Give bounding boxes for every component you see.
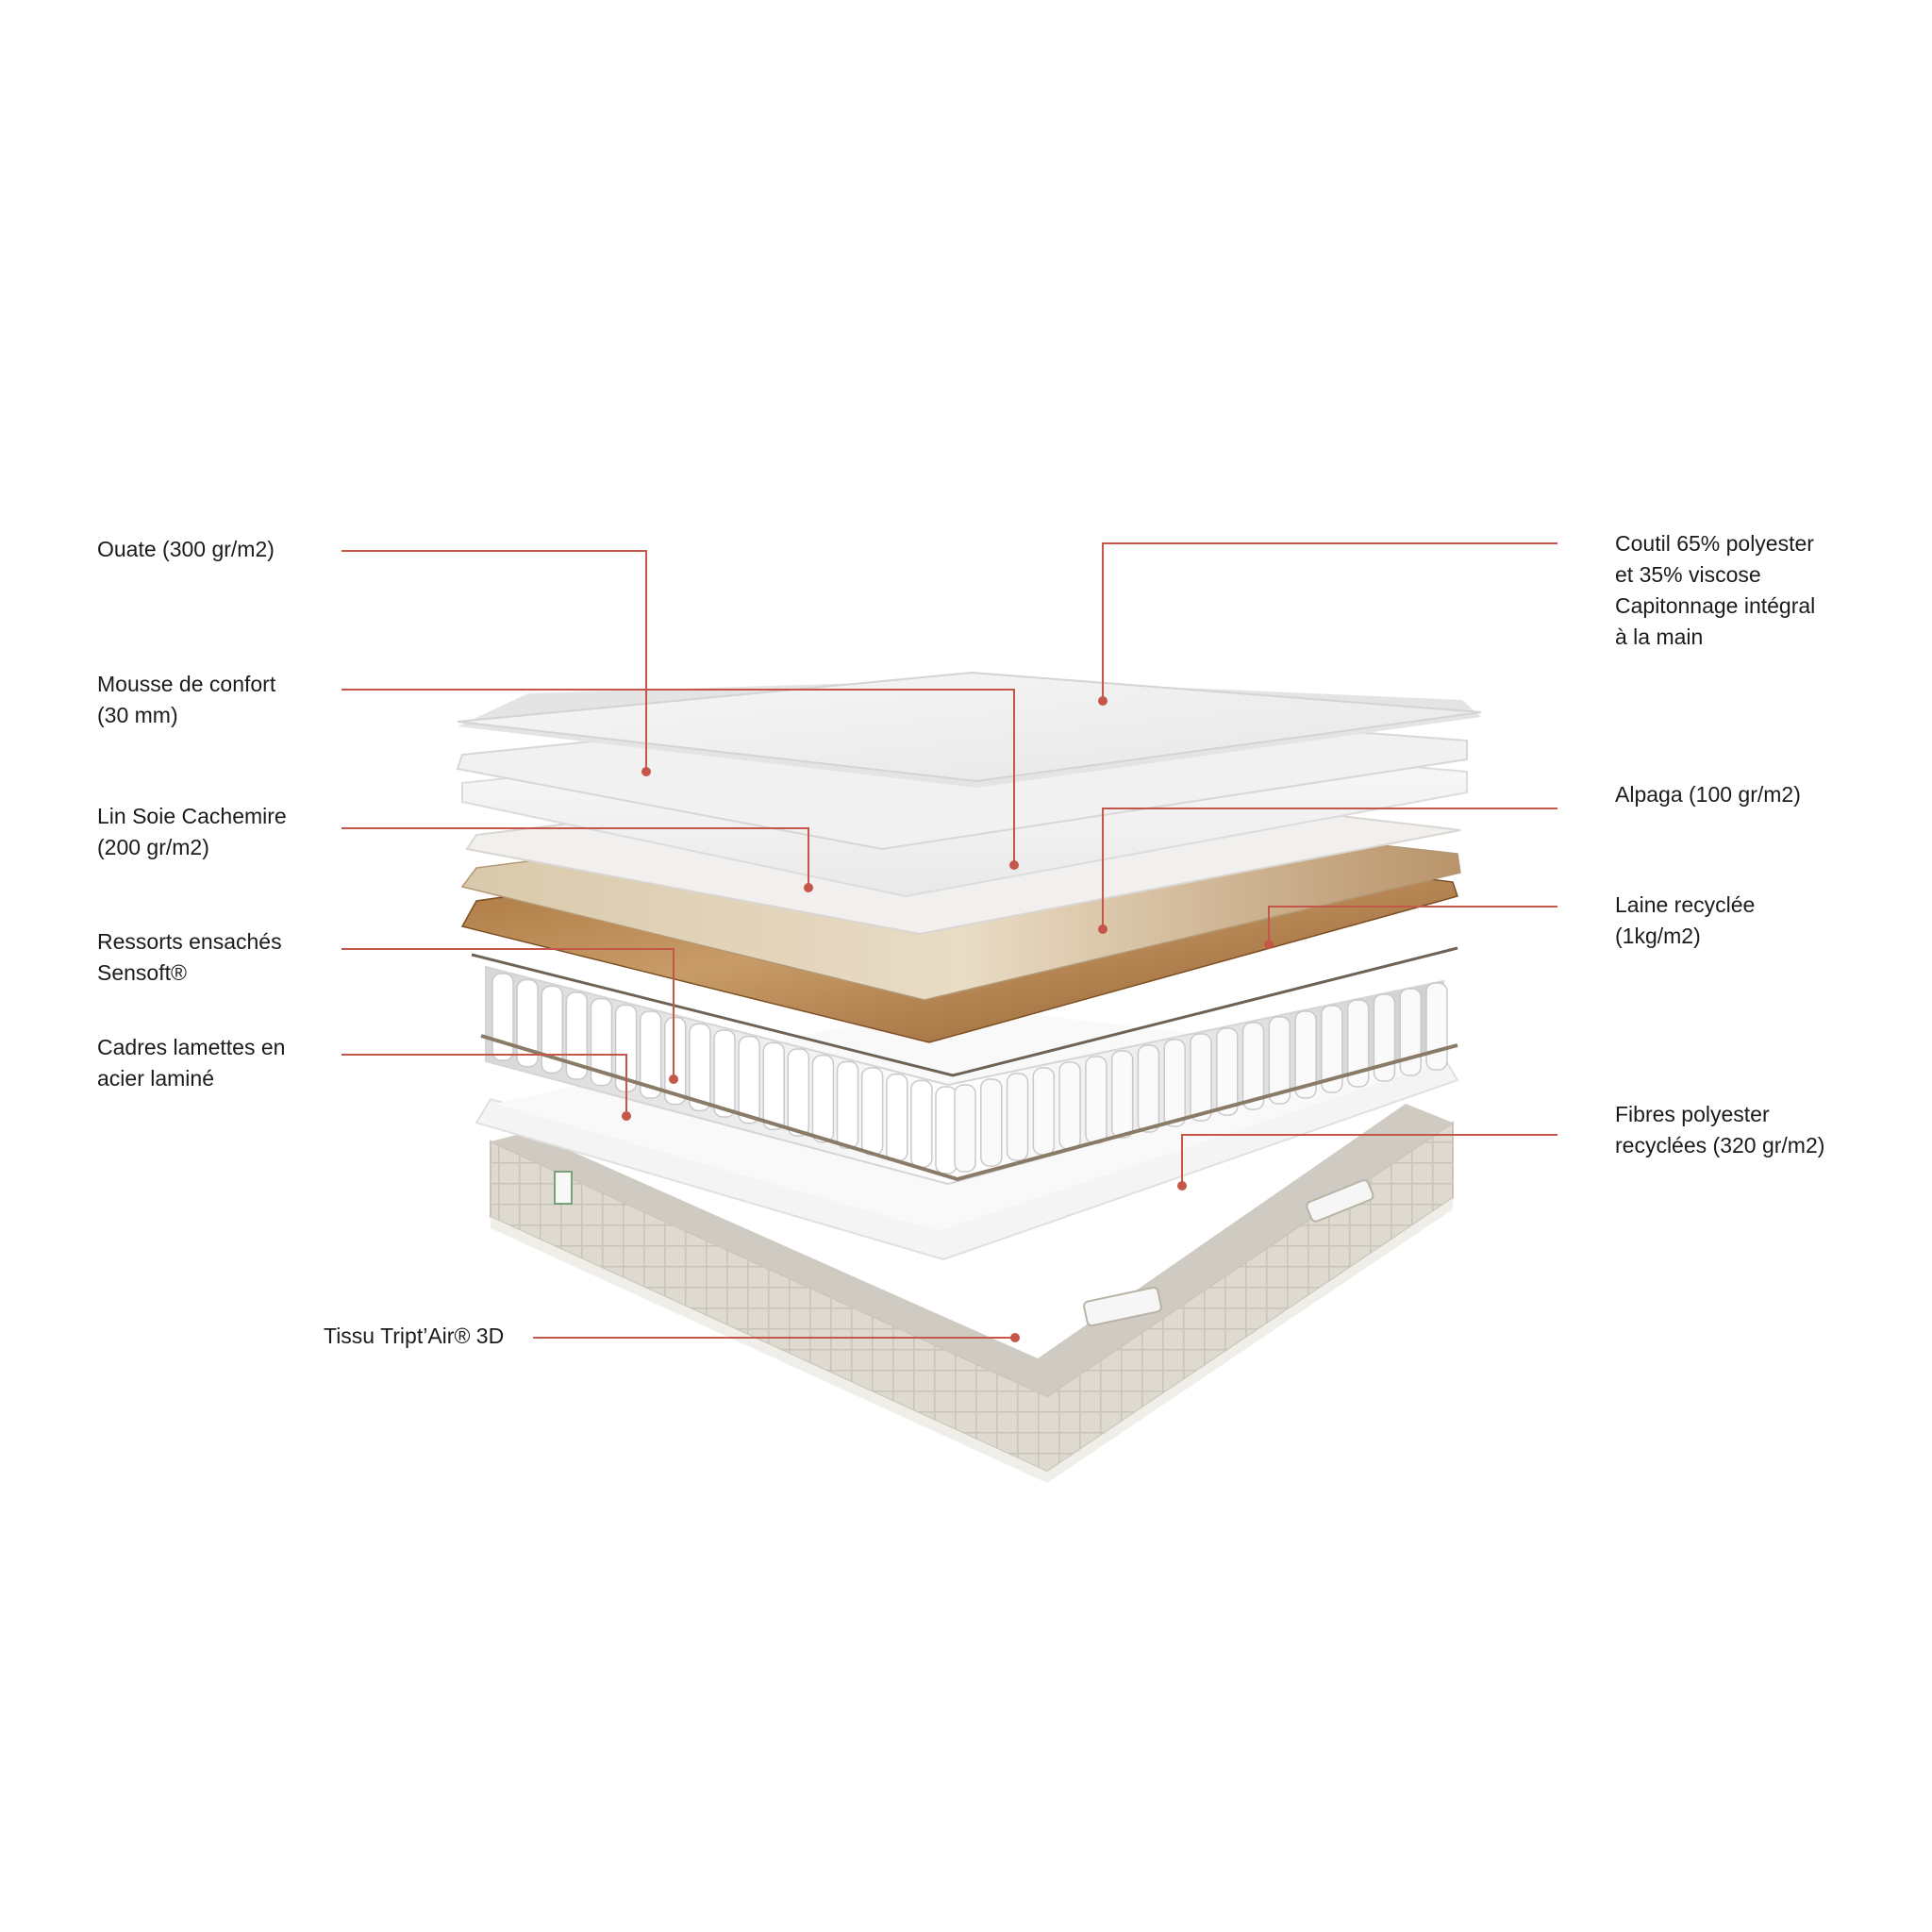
- spring-pocket: [910, 1079, 933, 1169]
- leader-mousse: [341, 689, 1015, 863]
- label-lin: Lin Soie Cachemire (200 gr/m2): [97, 804, 287, 859]
- spring-pocket: [491, 973, 514, 1061]
- spring-pocket: [980, 1078, 1003, 1167]
- dot-fibres: [1177, 1181, 1187, 1191]
- leader-alpaga: [1102, 808, 1557, 927]
- spring-pocket: [1294, 1010, 1317, 1099]
- label-coutil: Coutil 65% polyester et 35% viscose Capi…: [1615, 531, 1816, 649]
- spring-pocket: [762, 1041, 785, 1131]
- label-ouate: Ouate (300 gr/m2): [97, 537, 275, 561]
- spring-pocket: [1373, 993, 1396, 1082]
- leader-cadres: [341, 1054, 627, 1114]
- leader-lin: [341, 827, 809, 886]
- leader-coutil: [1102, 542, 1557, 699]
- spring-pocket: [1321, 1005, 1343, 1093]
- leader-laine: [1268, 906, 1557, 942]
- spring-pocket: [886, 1073, 908, 1162]
- spring-pocket: [541, 985, 563, 1074]
- spring-pocket: [1346, 999, 1370, 1088]
- label-laine: Laine recyclée (1kg/m2): [1615, 892, 1756, 948]
- dot-laine: [1264, 940, 1274, 949]
- spring-pocket: [954, 1084, 976, 1173]
- spring-pocket: [1425, 982, 1448, 1071]
- label-fibres: Fibres polyester recyclées (320 gr/m2): [1615, 1102, 1825, 1158]
- spring-pocket: [1190, 1033, 1212, 1122]
- spring-pocket: [664, 1016, 687, 1106]
- dot-cadres: [622, 1111, 631, 1121]
- spring-pocket: [1085, 1056, 1108, 1144]
- base-label-tag: [554, 1171, 573, 1205]
- leader-dots: [622, 696, 1274, 1342]
- spring-pocket: [1058, 1061, 1081, 1150]
- leader-ouate: [341, 550, 647, 770]
- spring-pocket: [860, 1067, 884, 1156]
- dot-ressorts: [669, 1074, 678, 1084]
- spring-pocket: [1163, 1039, 1186, 1127]
- leader-ressorts: [341, 948, 675, 1077]
- label-tissu: Tissu Tript’Air® 3D: [324, 1324, 505, 1348]
- label-cadres: Cadres lamettes en acier laminé: [97, 1035, 286, 1091]
- base-handle-front: [1083, 1286, 1162, 1327]
- dot-mousse: [1009, 860, 1019, 870]
- spring-pocket: [1006, 1073, 1029, 1161]
- label-ressorts: Ressorts ensachés Sensoft®: [97, 929, 282, 985]
- spring-pocket: [1241, 1022, 1265, 1110]
- spring-pocket: [689, 1023, 711, 1112]
- dot-lin: [804, 883, 813, 892]
- spring-pocket: [1399, 988, 1422, 1076]
- spring-pocket: [1268, 1016, 1291, 1105]
- spring-pocket: [935, 1086, 958, 1174]
- spring-pocket: [590, 997, 613, 1087]
- leader-fibres: [1181, 1134, 1557, 1184]
- spring-pocket: [1137, 1044, 1160, 1133]
- spring-pocket: [1032, 1067, 1056, 1156]
- dot-coutil: [1098, 696, 1108, 706]
- spring-pocket: [787, 1048, 810, 1137]
- spring-block: [471, 946, 1458, 1186]
- spring-pockets: [491, 973, 1448, 1174]
- spring-pocket: [565, 991, 589, 1080]
- spring-pocket: [713, 1029, 736, 1118]
- spring-pocket: [516, 978, 539, 1068]
- label-mousse: Mousse de confort (30 mm): [97, 672, 276, 727]
- spring-pocket: [1216, 1027, 1239, 1116]
- spring-pocket: [836, 1060, 859, 1150]
- base-handle-side: [1306, 1179, 1374, 1223]
- label-alpaga: Alpaga (100 gr/m2): [1615, 782, 1801, 807]
- spring-pocket: [738, 1035, 760, 1124]
- spring-pocket: [811, 1054, 835, 1143]
- dot-ouate: [641, 767, 651, 776]
- dot-alpaga: [1098, 924, 1108, 934]
- leader-lines: [341, 542, 1557, 1339]
- spring-pocket: [639, 1010, 662, 1099]
- spring-pocket: [1110, 1050, 1134, 1139]
- dot-tissu: [1010, 1333, 1020, 1342]
- steel-frame: [480, 1034, 1458, 1182]
